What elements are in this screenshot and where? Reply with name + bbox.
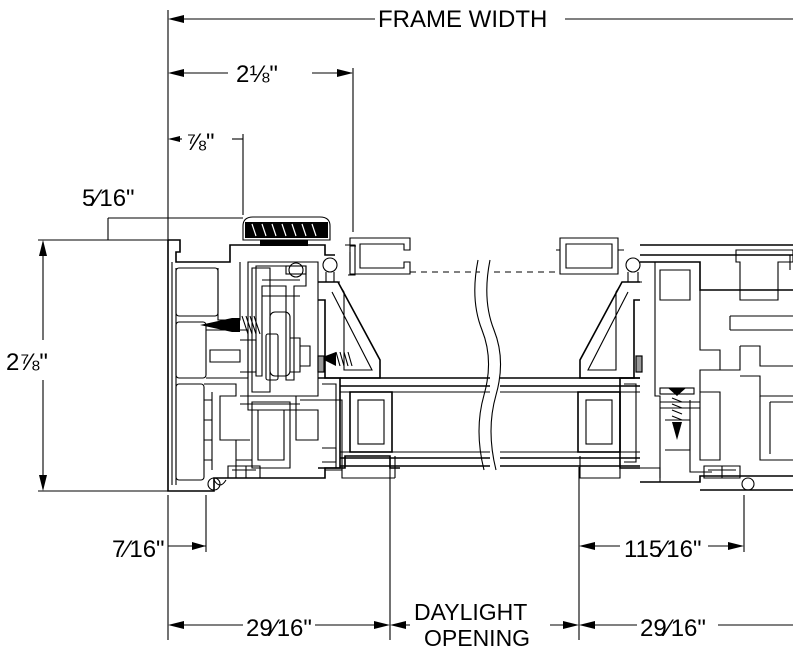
dim-5-16-label: 5⁄16"	[82, 185, 135, 212]
dim-7-16-label: 7⁄16"	[112, 536, 165, 563]
right-frame-profile	[556, 237, 793, 491]
weatherstrip	[317, 355, 643, 373]
dim-2-1-8-label: 2⅛"	[236, 61, 278, 88]
glass-unit	[340, 259, 640, 471]
dimension-labels: FRAME WIDTH 2⅛" ⅞" 5⁄16" 2⅞" 7⁄16" 29⁄16…	[6, 6, 706, 651]
opening-label: OPENING	[424, 625, 530, 651]
dim-2-9-16-right-label: 29⁄16"	[640, 615, 706, 642]
dim-1-15-16-label: 115⁄16"	[624, 536, 701, 563]
dim-7-8-label: ⅞"	[186, 129, 215, 156]
daylight-label: DAYLIGHT	[414, 599, 527, 625]
dimension-lines	[38, 10, 793, 640]
dim-2-7-8-label: 2⅞"	[6, 349, 48, 376]
dim-2-9-16-left-label: 29⁄16"	[246, 615, 312, 642]
frame-width-label: FRAME WIDTH	[378, 6, 547, 33]
left-frame-profile	[167, 216, 411, 492]
